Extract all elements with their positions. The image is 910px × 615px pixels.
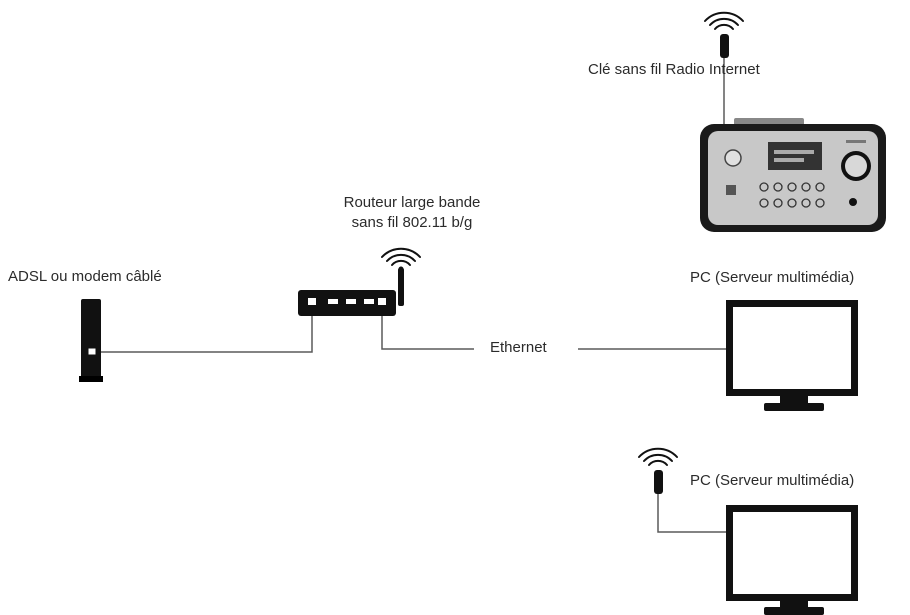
monitor-icon [726, 505, 858, 615]
pc1-label: PC (Serveur multimédia) [690, 269, 855, 286]
monitor-icon [726, 300, 858, 411]
connection-lines [96, 56, 726, 533]
radio-icon [700, 118, 886, 232]
modem-router-cable [96, 304, 313, 353]
router-label-line1: Routeur large bande [343, 194, 481, 211]
router-icon [298, 268, 404, 316]
router-label: Routeur large bande sans fil 802.11 b/g [312, 193, 512, 233]
ethernet-label: Ethernet [486, 338, 551, 358]
pc2-dongle-cable [657, 492, 726, 533]
antenna-icon [654, 470, 663, 494]
modem-icon [79, 299, 103, 382]
wifi-icon [638, 447, 678, 466]
modem-label: ADSL ou modem câblé [8, 268, 162, 285]
radio-key-label: Clé sans fil Radio Internet [588, 61, 760, 78]
wifi-icon [381, 247, 421, 272]
pc2-label: PC (Serveur multimédia) [690, 472, 855, 489]
wifi-icon [704, 11, 744, 30]
router-ethernet-cable [381, 304, 474, 350]
router-label-line2: sans fil 802.11 b/g [351, 214, 473, 231]
antenna-icon [720, 34, 729, 58]
